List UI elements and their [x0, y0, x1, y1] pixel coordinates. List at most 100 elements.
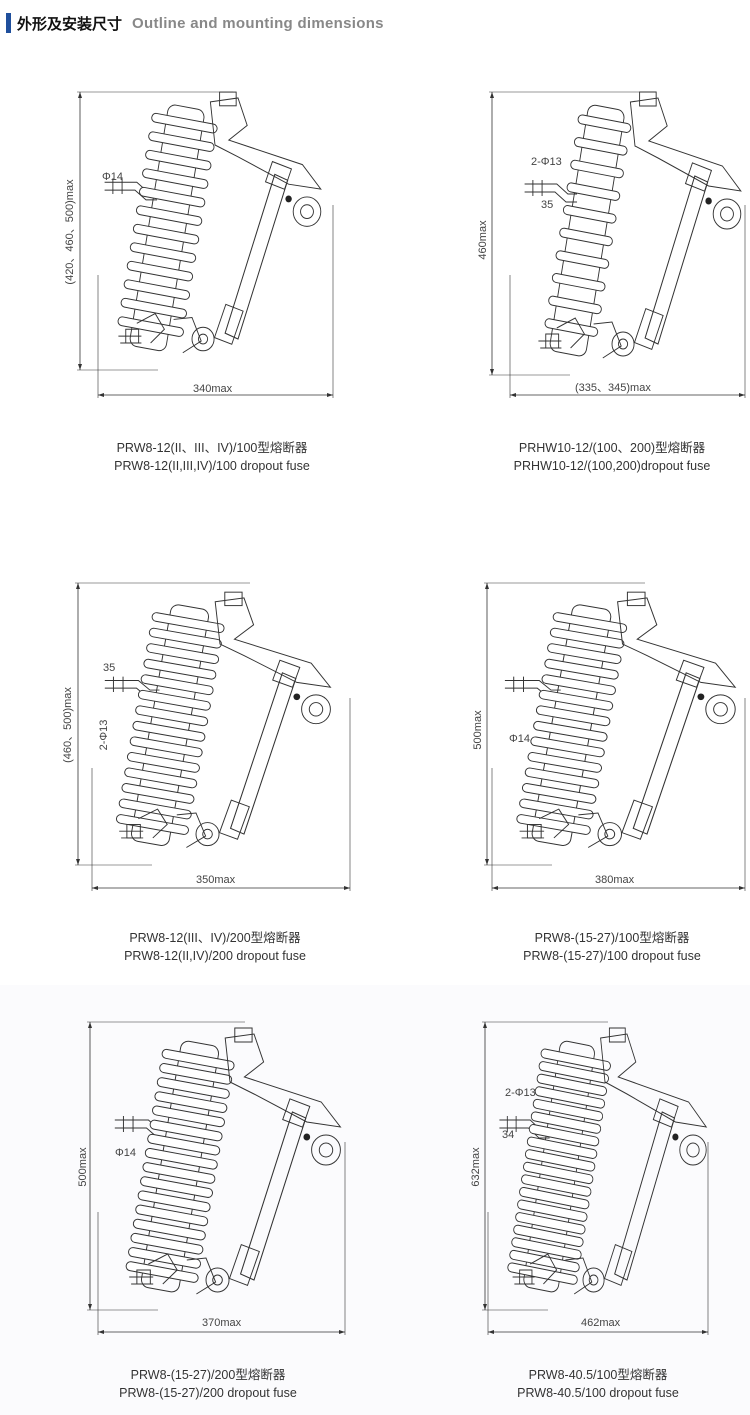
hole-note: 2-Φ13 [531, 156, 562, 168]
caption-en: PRHW10-12/(100,200)dropout fuse [513, 459, 711, 473]
bottom-hinge [597, 822, 623, 847]
caption-cn: PRHW10-12/(100、200)型熔断器 [518, 441, 706, 455]
insulator [117, 104, 218, 352]
arrow-head [488, 1330, 494, 1334]
arrow-head [490, 369, 494, 375]
insulator-core [130, 604, 210, 846]
insulator-shed [120, 297, 187, 319]
top-contact-bracket [617, 597, 737, 688]
arrow-head [76, 583, 80, 589]
figure-caption: PRW8-(15-27)/100型熔断器 PRW8-(15-27)/100 dr… [452, 929, 750, 965]
insulator-shed [135, 1204, 209, 1227]
width-dimension-label: 462max [581, 1317, 621, 1329]
top-contact-bracket [629, 97, 742, 192]
insulator-shed [125, 1261, 199, 1283]
bottom-hinge [205, 1267, 230, 1293]
caption-en: PRW8-40.5/100 dropout fuse [517, 1386, 679, 1400]
hole-note: 2-Φ13 [98, 719, 110, 751]
fuse-tube [239, 1111, 307, 1281]
bottom-terminal-bolt [119, 830, 144, 839]
insulator-shed [132, 720, 206, 742]
section-header: 外形及安装尺寸 Outline and mounting dimensions [6, 12, 384, 34]
insulator-shed [516, 814, 591, 835]
pull-ring [311, 1134, 341, 1166]
height-dimension-label: 460max [477, 220, 489, 260]
caption-cn: PRW8-(15-27)/100型熔断器 [534, 931, 690, 945]
insulator-shed [551, 273, 606, 292]
arrow-head [339, 1330, 345, 1334]
width-dimension-label: 370max [202, 1317, 242, 1329]
insulator-shed [544, 658, 619, 680]
bottom-terminal-bolt [512, 1276, 535, 1285]
insulator-shed [519, 798, 594, 820]
insulator-shed [509, 1249, 580, 1273]
insulator-shed [142, 1162, 216, 1184]
insulator-shed [126, 751, 200, 773]
fuse-tube [224, 173, 289, 340]
bottom-hinge-bolt [604, 828, 616, 840]
insulator-shed [547, 643, 622, 665]
insulator-shed [161, 1048, 235, 1071]
height-dimension-label: 632max [470, 1147, 482, 1187]
insulator-core [531, 604, 612, 846]
bottom-hinge-bolt [617, 338, 629, 350]
hole-diameter-note: Φ14 [102, 171, 124, 183]
bottom-hinge [582, 1267, 605, 1293]
insulator-shed [548, 295, 602, 315]
insulator-core [549, 104, 625, 357]
arrow-head [510, 393, 516, 397]
insulator-shed [541, 674, 616, 696]
dimension-lines [87, 1021, 346, 1335]
figure-caption: PRW8-12(II、III、IV)/100型熔断器 PRW8-12(II,II… [52, 439, 372, 475]
insulator-shed [140, 1176, 213, 1198]
insulator-shed [137, 1190, 211, 1213]
insulator-shed [511, 1237, 582, 1260]
arrow-head [92, 886, 98, 890]
dropout-fuse-drawing [524, 91, 742, 359]
dropout-fuse-drawing [114, 1027, 342, 1295]
insulator-shed [519, 1186, 590, 1210]
pull-ring-inner [686, 1142, 700, 1158]
figure-caption: PRW8-40.5/100型熔断器 PRW8-40.5/100 dropout … [438, 1366, 750, 1402]
contact-pin [285, 195, 292, 203]
fuse-tube [229, 672, 297, 835]
dropout-fuse-drawing [104, 591, 332, 848]
hole-spacing-note: 34 [502, 1129, 515, 1141]
pull-ring-inner [300, 204, 314, 219]
dimension-lines [482, 1021, 709, 1335]
insulator-shed [527, 751, 602, 773]
dimension-lines [484, 582, 746, 891]
insulator-shed [544, 318, 599, 337]
insulator-shed [126, 260, 194, 282]
width-dimension-label: (335、345)max [575, 382, 651, 394]
mounting-bracket [524, 180, 578, 203]
insulator-shed [135, 705, 209, 727]
arrow-head [76, 859, 80, 865]
insulator-shed [559, 227, 613, 247]
tube-lower-cap [603, 1244, 633, 1286]
insulator-shed [137, 689, 211, 711]
pull-ring [292, 196, 322, 227]
arrow-head [739, 886, 745, 890]
figure-caption: PRW8-(15-27)/200型熔断器 PRW8-(15-27)/200 dr… [48, 1366, 368, 1402]
insulator [516, 604, 628, 846]
insulator-shed [515, 1212, 586, 1235]
insulator-shed [526, 1136, 598, 1159]
figure-caption: PRW8-12(III、IV)/200型熔断器 PRW8-12(II,IV)/2… [55, 929, 375, 965]
pull-ring [712, 198, 742, 230]
insulator-shed [540, 1048, 611, 1071]
dropout-fuse-drawing [504, 591, 737, 848]
fuse-tube [632, 672, 701, 835]
tube-upper-cap [272, 659, 301, 688]
hole-diameter-note: Φ14 [509, 733, 531, 745]
dimension-lines [75, 582, 351, 891]
dropout-fuse-drawing [499, 1027, 708, 1295]
insulator-shed [121, 783, 195, 804]
height-dimension-label: (420、460、500)max [64, 179, 76, 285]
insulator-shed [118, 798, 192, 820]
insulator-shed [149, 1119, 223, 1142]
arrow-head [78, 92, 82, 98]
top-terminal [224, 591, 243, 607]
arrow-head [492, 886, 498, 890]
top-terminal [608, 1027, 626, 1043]
